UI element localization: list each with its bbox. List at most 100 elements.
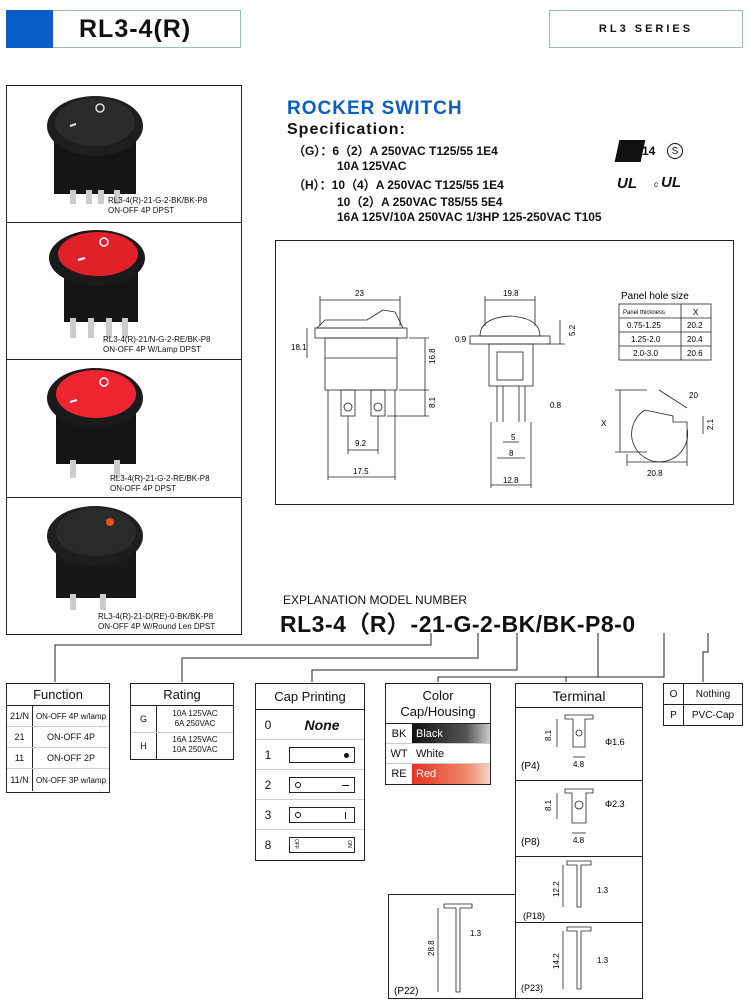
code-dash: - [410,611,419,637]
circle-icon [295,811,301,818]
technical-drawing: 23 18.1 16.8 8.1 9.2 17.5 19.8 0.9 5.2 0… [291,289,715,488]
product-desc: ON-OFF 4P W/Round Len DPST [98,622,216,631]
p23-height: 14.2 [552,953,561,969]
dim-pitch: 9.2 [355,439,367,448]
dim-pitch1: 5 [511,433,516,442]
off-label: OFF [293,839,299,849]
p4-height: 8.1 [544,729,553,741]
product-divider [6,497,242,498]
cap-printing-table: Cap Printing 0 None 1 2 3 8 OFF ON [255,683,365,861]
rating-table: Rating G 10A 125VAC 6A 250VAC H 16A 125V… [130,683,234,760]
color-swatch-black: Black [412,724,490,743]
function-code: 21 [7,727,33,747]
lens-code: O [664,684,684,704]
rating-code: H [131,733,157,759]
function-table: Function 21/N ON-OFF 4P w/lamp 21 ON-OFF… [6,683,110,793]
series-box: RL3 SERIES [549,10,743,48]
circle-icon [295,781,301,788]
s-mark-label: S [671,145,679,157]
code-dash: - [614,611,623,637]
panel-row-x: 20.4 [687,335,703,344]
dash-icon [342,784,349,786]
series-label: RL3 SERIES [598,23,694,35]
code-terminal: P8 [585,611,615,637]
rating-value: 16A 125VAC [172,735,218,744]
model-title-box: RL3-4(R) [53,10,241,48]
spec-line: （H）：10（4）A 250VAC T125/55 1E4 [293,178,504,192]
color-code: BK [391,727,407,740]
s-mark-icon: S [667,143,683,159]
switch-photo-red [47,368,143,478]
panel-row-thickness: 1.25-2.0 [631,335,661,344]
p18-thickness: 1.3 [597,886,609,895]
product-desc: ON-OFF 4P W/Lamp DPST [103,345,202,354]
on-label: ON [345,840,352,848]
color-code: WT [390,747,408,760]
product-code: RL3-4(R)-21-G-2-RE/BK-P8 [110,474,210,483]
p22-thickness: 1.3 [470,929,482,938]
spec-line: （G）：6（2）A 250VAC T125/55 1E4 [293,144,498,158]
panel-col-x: X [693,308,699,317]
product-code: RL3-4(R)-21/N-G-2-RE/BK-P8 [103,335,211,344]
header-accent-block [6,10,53,48]
p8-code: (P8) [521,837,540,848]
function-code: 11 [7,748,33,768]
code-color: BK/BK [501,611,577,637]
rating-value: 10A 250VAC [172,745,218,754]
ul-mark-icon: UL [617,175,637,192]
cap-code: 1 [264,747,272,762]
cap-symbol-dot [289,746,355,763]
hole-notch: 2.1 [706,418,715,430]
c-label: c [654,180,658,189]
bar-icon [345,811,346,819]
lens-desc: Nothing [695,688,731,700]
cap-printing-title: Cap Printing [256,684,364,710]
function-desc: ON-OFF 4P [46,732,95,742]
cap-code: 3 [264,807,272,822]
product-desc: ON-OFF 4P DPST [110,484,177,493]
switch-photo-black [47,96,143,204]
dim-flange: 0.9 [455,335,467,344]
model-title: RL3-4(R) [79,14,192,43]
p18-code: (P18) [523,911,545,921]
hole-diameter: 20 [689,391,698,400]
dim-pitch2: 8 [509,449,514,458]
code-cap: （R） [346,611,411,637]
spec-subheading: Specification: [287,121,406,138]
switch-photo-round-lens [47,506,143,610]
panel-row-x: 20.2 [687,321,703,330]
terminal-title: Terminal [516,684,642,708]
terminal-divider [515,922,643,923]
panel-hole-title: Panel hole size [621,291,689,302]
code-rating: G [453,611,472,637]
code-dash: - [445,611,454,637]
lens-code: P [664,705,684,725]
terminal-divider [515,780,643,781]
panel-row-x: 20.6 [687,349,703,358]
function-desc: ON-OFF 3P w/lamp [35,775,107,785]
switch-photo-red-lamp [49,230,145,338]
p4-code: (P4) [521,761,540,772]
terminal-p22-box [388,894,516,999]
code-function: 21 [418,611,446,637]
p4-width: 4.8 [573,760,585,769]
rating-code: G [131,706,157,732]
panel-col-thickness: Panel thickness [623,310,665,316]
cap-symbol-off-on: OFF ON [289,837,355,853]
spec-line: 10A 125VAC [337,159,407,173]
ul-label: UL [661,174,681,191]
code-lens: 0 [622,611,636,637]
dim-body-height: 16.8 [428,348,437,364]
terminal-drawings: 8.1 Φ1.6 4.8 (P4) 8.1 Φ2.3 4.8 (P8) 12.2… [521,714,625,993]
cul-mark-icon: UL [661,174,681,191]
enec-number: 14 [642,144,656,158]
dim-span: 17.5 [353,467,369,476]
p22-code: (P22) [394,986,418,997]
p8-hole: Φ2.3 [605,799,625,809]
panel-row-thickness: 2.0-3.0 [633,349,658,358]
code-dash: - [493,611,502,637]
explanation-label: EXPLANATION MODEL NUMBER [283,593,468,607]
spec-line: 16A 125V/10A 250VAC 1/3HP 125-250VAC T10… [337,210,602,224]
color-title: Color [422,688,454,703]
enec-cert-icon [614,140,646,162]
